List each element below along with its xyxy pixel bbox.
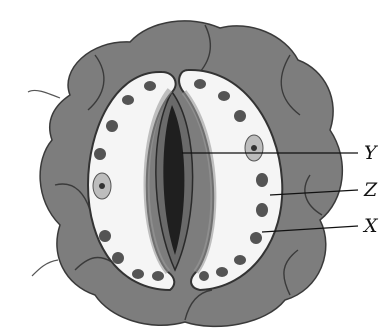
chloroplast [234, 110, 246, 122]
chloroplast [216, 267, 228, 277]
chloroplast [99, 230, 111, 242]
chloroplast [199, 271, 209, 281]
label-z: Z [363, 179, 378, 201]
chloroplast [256, 173, 268, 187]
chloroplast [112, 252, 124, 264]
chloroplast [94, 148, 106, 160]
chloroplast [256, 203, 268, 217]
chloroplast [218, 91, 230, 101]
label-x: X [362, 215, 379, 237]
chloroplast [122, 95, 134, 105]
chloroplast [194, 79, 206, 89]
chloroplast [132, 269, 144, 279]
chloroplast [106, 120, 118, 132]
chloroplast [250, 232, 262, 244]
chloroplast [144, 81, 156, 91]
label-y: Y [364, 142, 379, 164]
nucleus-left [93, 173, 111, 199]
chloroplast [152, 271, 164, 281]
chloroplast [234, 255, 246, 265]
nucleus-right [245, 135, 263, 161]
